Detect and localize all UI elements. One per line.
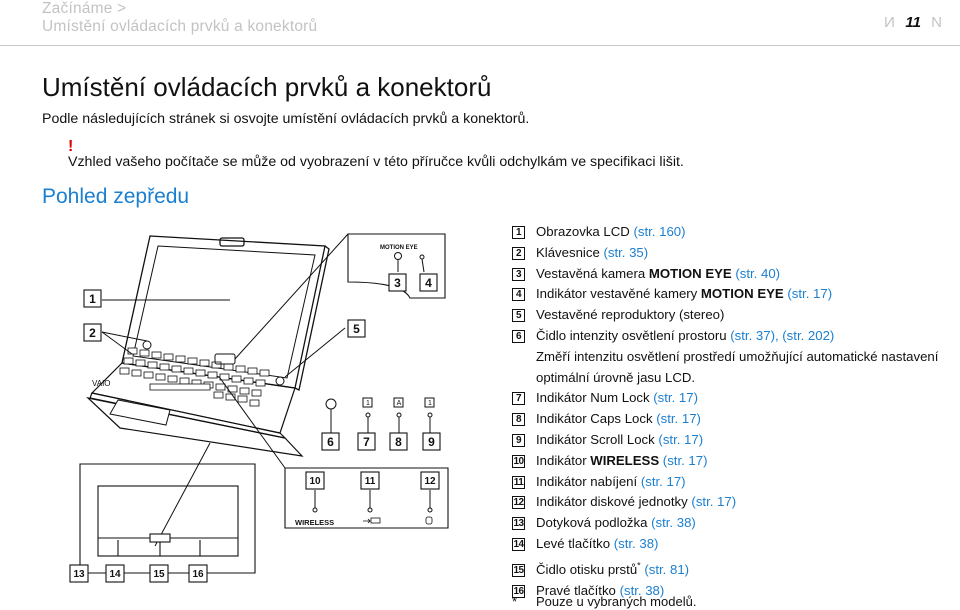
page-reference-link[interactable]: (str. 38)	[613, 535, 659, 551]
legend-number: 12	[512, 496, 525, 510]
legend-number: 9	[512, 433, 525, 447]
legend-number: 7	[512, 392, 525, 406]
callout-1: 1	[89, 292, 96, 306]
page-reference-link[interactable]: (str. 17)	[640, 473, 686, 489]
callout-15: 15	[153, 569, 165, 580]
callout-14: 14	[109, 569, 121, 580]
legend-number: 15	[512, 563, 525, 577]
callout-12: 12	[424, 476, 436, 487]
laptop-illustration: VAIO MOTION EYE	[69, 233, 449, 583]
intro-text: Podle následujících stránek si osvojte u…	[42, 111, 530, 127]
warning-text: Vzhled vašeho počítače se může od vyobra…	[68, 154, 684, 170]
callout-boxes	[69, 273, 441, 583]
callout-7: 7	[363, 435, 370, 449]
header-divider	[0, 45, 960, 46]
legend-number: 2	[512, 246, 525, 260]
touchpad-detail	[79, 463, 256, 574]
callout-6: 6	[327, 435, 334, 449]
callout-10: 10	[309, 476, 321, 487]
legend-number: 1	[512, 226, 525, 239]
legend-description: Změří intenzitu osvětlení prostředí umož…	[536, 348, 939, 385]
callout-2: 2	[89, 326, 96, 340]
legend-number: 6	[512, 329, 525, 343]
caps-lock-glyph: A	[397, 400, 402, 407]
callout-11: 11	[365, 476, 376, 487]
brand-label: VAIO	[92, 379, 111, 388]
page-reference-link[interactable]: (str. 17)	[787, 286, 833, 302]
legend-number: 3	[512, 267, 525, 281]
laptop-touchpad	[109, 399, 171, 426]
scroll-lock-glyph: 1	[428, 400, 432, 407]
laptop-figure: VAIO MOTION EYE	[69, 228, 460, 593]
keyboard-keys	[119, 347, 270, 407]
page-reference-link[interactable]: (str. 17)	[658, 431, 704, 447]
legend-number: 14	[512, 537, 525, 551]
page-reference-link[interactable]: (str. 81)	[644, 561, 690, 577]
page-title: Umístění ovládacích prvků a konektorů	[42, 72, 492, 102]
legend-number: 5	[512, 309, 525, 323]
callout-16: 16	[192, 569, 204, 580]
callout-8: 8	[395, 435, 402, 449]
legend-number: 4	[512, 288, 525, 302]
wireless-label: WIRELESS	[295, 518, 334, 527]
footnote: * Pouze u vybraných modelů.	[512, 594, 696, 609]
next-page-icon[interactable]: N	[931, 14, 942, 31]
footnote-mark: *	[512, 594, 518, 609]
warning-icon: !	[68, 138, 74, 155]
footnote-text: Pouze u vybraných modelů.	[536, 594, 697, 609]
page-reference-link[interactable]: (str. 17)	[691, 494, 737, 510]
page-reference-link[interactable]: (str. 160)	[633, 224, 686, 239]
page-number: 11	[905, 14, 921, 31]
breadcrumb-current: Umístění ovládacích prvků a konektorů	[42, 18, 318, 35]
legend-number: 10	[512, 454, 525, 468]
page-reference-link[interactable]: (str. 38)	[651, 515, 696, 531]
page-reference-link[interactable]: (str. 35)	[603, 244, 649, 260]
legend-number: 13	[512, 517, 525, 531]
legend-number: 16	[512, 584, 525, 598]
legend-number: 11	[512, 475, 525, 489]
callout-9: 9	[428, 435, 435, 449]
callout-5: 5	[353, 322, 360, 336]
page-reference-link[interactable]: (str. 17)	[662, 452, 708, 468]
callout-3: 3	[394, 276, 401, 290]
callout-13: 13	[73, 569, 85, 580]
page-reference-link[interactable]: (str. 17)	[656, 411, 701, 427]
num-lock-glyph: 1	[366, 400, 370, 407]
legend-number: 8	[512, 413, 525, 427]
page-navigation: N 11 N	[884, 14, 942, 31]
page-header: Začínáme > Umístění ovládacích prvků a k…	[42, 0, 942, 46]
page-reference-link[interactable]: (str. 40)	[735, 265, 781, 281]
prev-page-icon[interactable]: N	[884, 14, 896, 31]
camera-label: MOTION EYE	[380, 245, 418, 251]
indicators-detail: WIRELESS	[284, 397, 449, 529]
section-title: Pohled zepředu	[42, 185, 190, 208]
page-reference-link[interactable]: (str. 37), (str. 202)	[730, 327, 835, 343]
callout-4: 4	[425, 276, 432, 290]
page-reference-link[interactable]: (str. 38)	[619, 582, 665, 598]
breadcrumb-parent[interactable]: Začínáme >	[42, 0, 127, 17]
page-reference-link[interactable]: (str. 17)	[653, 390, 698, 406]
